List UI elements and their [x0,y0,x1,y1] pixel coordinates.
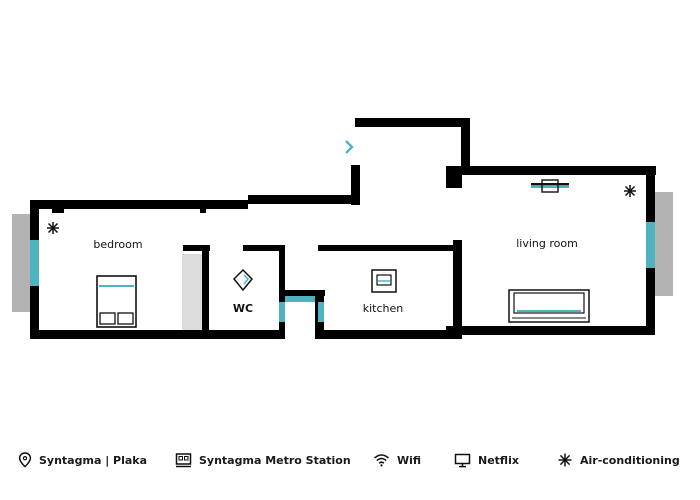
legend-label: Air-conditioning [580,453,680,467]
walls [30,118,656,339]
bed-icon [96,275,137,328]
legend-item-location: Syntagma | Plaka [18,449,147,471]
legend-label: Netflix [478,453,519,467]
snowflake-icon [558,453,572,467]
tv-monitor-icon [454,453,471,467]
entrance-arrow-icon [345,140,354,154]
snowflake-icon [624,185,636,197]
legend-item-wifi: Wifi [373,449,421,471]
legend-item-ac: Air-conditioning [557,449,680,471]
legend: Syntagma | Plaka Syntagma Metro Station … [0,445,700,475]
snowflake-icon [47,222,59,234]
room-label-bedroom: bedroom [93,238,142,251]
location-pin-icon [18,452,32,468]
balcony-left [12,214,32,312]
room-label-wc: WC [233,302,253,315]
legend-item-metro: Syntagma Metro Station [175,449,351,471]
legend-label: Syntagma | Plaka [39,453,148,467]
legend-label: Wifi [397,453,422,467]
room-label-kitchen: kitchen [363,302,404,315]
floor-plan: bedroom WC kitchen living room [12,118,673,339]
legend-label: Syntagma Metro Station [199,453,351,467]
toilet-icon [232,268,254,292]
bedroom-closet [182,254,202,330]
metro-station-icon [175,453,192,468]
wifi-icon [374,454,389,467]
room-label-living-room: living room [516,237,578,250]
legend-item-netflix: Netflix [454,449,519,471]
sofa-icon [508,289,590,323]
tv-unit-icon [531,179,569,193]
balcony-right [655,192,673,296]
windows [30,222,655,322]
stove-icon [371,269,397,293]
